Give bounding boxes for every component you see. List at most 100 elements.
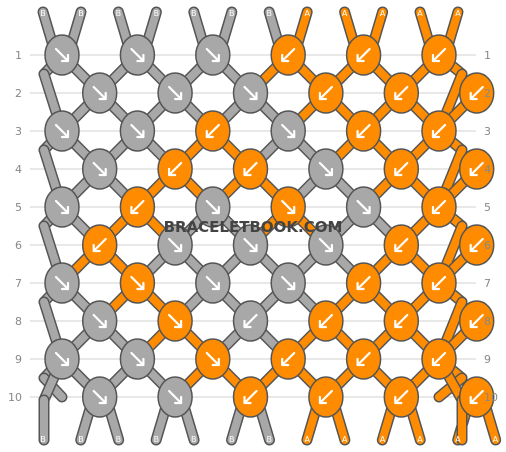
row-number-right: 6	[484, 239, 491, 252]
arrow-down-right-icon	[168, 85, 183, 101]
top-string-letter: B	[191, 9, 197, 18]
top-string-letter: B	[116, 9, 122, 18]
knot	[81, 300, 118, 342]
arrow-down-left-icon	[281, 351, 296, 367]
arrow-down-left-icon	[431, 351, 447, 367]
knot	[308, 72, 344, 114]
knot	[232, 224, 269, 266]
knot	[421, 186, 457, 228]
arrow-down-left-icon	[168, 161, 183, 177]
top-string-letter: B	[266, 9, 272, 18]
row-number-left: 7	[15, 277, 22, 290]
arrow-down-left-icon	[243, 389, 258, 405]
knot	[345, 110, 382, 152]
arrow-down-right-icon	[130, 47, 145, 63]
arrow-down-left-icon	[469, 313, 484, 329]
arrow-down-left-icon	[394, 161, 409, 177]
top-string-letter: B	[154, 9, 160, 18]
knot	[383, 376, 420, 418]
bottom-string-letter: B	[154, 435, 160, 444]
row-number-right: 9	[484, 353, 491, 366]
knot	[81, 72, 118, 114]
knot	[157, 376, 193, 418]
arrow-down-left-icon	[281, 47, 296, 63]
top-string-letter: B	[40, 9, 46, 18]
arrow-down-right-icon	[54, 123, 70, 139]
knot	[44, 110, 80, 152]
arrow-down-right-icon	[168, 389, 183, 405]
arrow-down-right-icon	[92, 85, 107, 101]
knot	[81, 376, 118, 418]
bottom-string-letter: B	[266, 435, 272, 444]
row-number-right: 7	[484, 277, 491, 290]
knot	[270, 186, 306, 228]
arrow-down-left-icon	[356, 123, 371, 139]
knot	[345, 262, 382, 304]
top-string-letter: B	[229, 9, 235, 18]
arrow-down-left-icon	[469, 161, 484, 177]
arrow-down-left-icon	[243, 161, 258, 177]
knot	[157, 148, 193, 190]
bottom-string-letter: B	[78, 435, 84, 444]
knot	[44, 186, 80, 228]
arrow-down-left-icon	[356, 351, 371, 367]
arrow-down-right-icon	[130, 351, 145, 367]
knot	[119, 338, 156, 380]
bottom-string-letter: A	[493, 435, 499, 444]
bottom-string-letter: A	[417, 435, 423, 444]
arrow-down-left-icon	[431, 199, 447, 215]
arrow-down-right-icon	[168, 237, 183, 253]
knot	[308, 224, 344, 266]
arrow-down-right-icon	[54, 351, 70, 367]
top-string-letter: A	[380, 9, 386, 18]
knot	[81, 224, 118, 266]
watermark-text: BRACELETBOOK.COM	[164, 218, 343, 236]
bottom-string-letter: A	[304, 435, 310, 444]
arrow-down-left-icon	[469, 389, 484, 405]
row-number-right: 3	[484, 125, 491, 138]
knot	[81, 148, 118, 190]
arrow-down-right-icon	[318, 161, 333, 177]
arrow-down-right-icon	[92, 161, 107, 177]
knot	[119, 186, 156, 228]
knot	[308, 300, 344, 342]
arrow-down-left-icon	[394, 237, 409, 253]
arrow-down-right-icon	[168, 313, 183, 329]
knot	[270, 338, 306, 380]
bottom-string-letter: B	[191, 435, 197, 444]
bottom-string-letter: A	[455, 435, 461, 444]
knot	[383, 224, 420, 266]
knot	[421, 34, 457, 76]
knot	[458, 300, 495, 342]
knot	[383, 148, 420, 190]
knot	[157, 72, 193, 114]
bottom-string-letter: A	[380, 435, 386, 444]
arrow-down-left-icon	[394, 85, 409, 101]
knot	[421, 110, 457, 152]
knot	[232, 72, 269, 114]
top-string-letter: A	[304, 9, 310, 18]
arrow-down-left-icon	[130, 199, 145, 215]
bottom-string-letter: B	[116, 435, 122, 444]
bottom-string-letter: B	[229, 435, 235, 444]
knot	[458, 72, 495, 114]
arrow-down-left-icon	[356, 275, 371, 291]
arrow-down-left-icon	[356, 47, 371, 63]
row-number-left: 6	[15, 239, 22, 252]
arrow-down-right-icon	[281, 123, 296, 139]
arrow-down-right-icon	[205, 351, 220, 367]
arrow-down-left-icon	[469, 85, 484, 101]
row-number-left: 4	[15, 163, 22, 176]
row-number-right: 5	[484, 201, 491, 214]
knot	[119, 110, 156, 152]
knot	[270, 262, 306, 304]
row-number-right: 8	[484, 315, 491, 328]
bottom-string-letter: B	[40, 435, 46, 444]
row-number-right: 4	[484, 163, 491, 176]
arrow-down-right-icon	[54, 199, 70, 215]
top-string-letter: A	[417, 9, 423, 18]
knot	[308, 148, 344, 190]
arrow-down-right-icon	[318, 237, 333, 253]
